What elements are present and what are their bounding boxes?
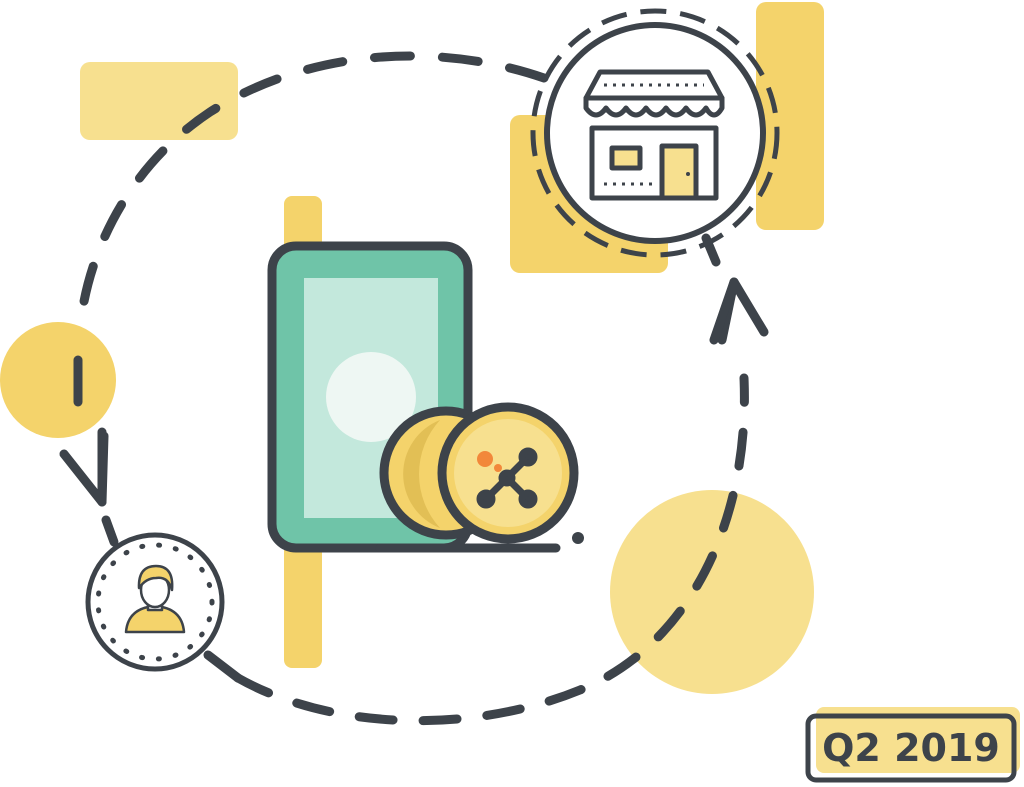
arrow-up-to-store-icon	[709, 277, 769, 345]
user-node-dotted-ring	[95, 542, 215, 662]
decor-circle-left	[0, 322, 116, 438]
coin-orange-dot-small	[494, 464, 502, 472]
phone-screen-highlight	[326, 352, 416, 442]
badge-label: Q2 2019	[822, 726, 1000, 770]
flow-dashed-arc-upper-left	[75, 51, 549, 333]
coin-orange-dot-large	[477, 451, 493, 467]
xrp-logo-icon	[476, 447, 538, 509]
user-node	[85, 532, 225, 672]
decor-circle-bottom-right	[610, 490, 814, 694]
coin-back-shade	[403, 420, 440, 528]
user-avatar-icon	[124, 564, 186, 634]
flow-dashed-arc-main	[233, 373, 749, 726]
arrow-down-to-user-icon	[59, 427, 119, 547]
decor-block-store-right	[756, 2, 824, 230]
store-icon	[583, 69, 725, 201]
xrp-coin-icon	[379, 402, 579, 544]
quarter-badge: Q2 2019	[805, 707, 1020, 783]
flow-arrows	[59, 277, 769, 547]
phone-base-dot	[572, 532, 584, 544]
badge-frame	[805, 713, 1017, 783]
badge-highlight	[816, 707, 1020, 773]
flow-segment-user-bottom	[203, 650, 243, 683]
store-node-dashed-ring	[530, 8, 780, 258]
store-node	[530, 8, 780, 258]
decor-block-top-left	[80, 62, 238, 140]
